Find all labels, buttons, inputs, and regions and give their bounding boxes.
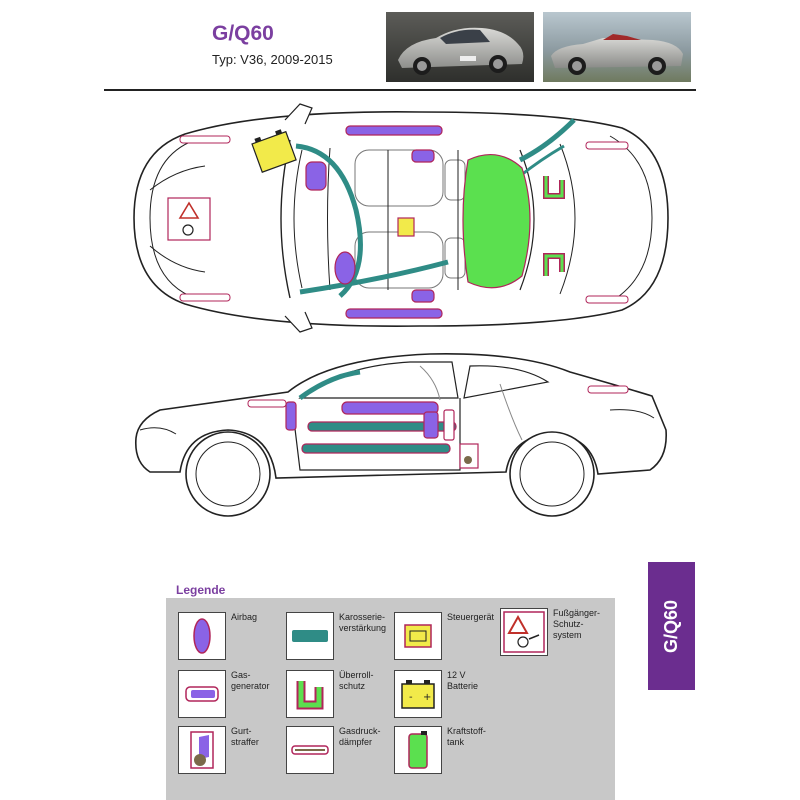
legend-label-pedestrian-protection: Fußgänger- Schutz- system <box>553 608 601 640</box>
legend-label-control-unit: Steuergerät <box>447 612 495 622</box>
legend-label-airbag: Airbag <box>231 612 258 622</box>
side-view-components <box>247 369 629 469</box>
legend-label-fuel-tank: Kraftstoff- tank <box>447 726 486 747</box>
legend-panel: Airbag Karosserie- verstärkung Steuerger… <box>166 598 615 800</box>
legend-label-body-reinforcement: Karosserie- verstärkung <box>339 612 387 633</box>
page-title: G/Q60 <box>212 22 274 45</box>
model-side-tab: G/Q60 <box>648 562 695 690</box>
svg-text:+: + <box>423 692 431 703</box>
airbag-icon <box>178 612 226 660</box>
gas-strut-icon <box>286 726 334 774</box>
legend-label-battery: 12 V Batterie <box>447 670 479 691</box>
photo-convertible <box>543 12 691 82</box>
gas-generator-icon <box>178 670 226 718</box>
legend-title: Legende <box>176 583 226 597</box>
top-view-components <box>167 118 629 319</box>
svg-text:-: - <box>409 692 413 703</box>
legend-label-gas-generator: Gas- generator <box>231 670 270 691</box>
page-subtitle: Typ: V36, 2009-2015 <box>212 52 333 67</box>
control-unit-icon <box>394 612 442 660</box>
rollover-protection-icon <box>286 670 334 718</box>
car-side-view <box>134 353 667 517</box>
legend-label-rollover-protection: Überroll- schutz <box>339 670 374 691</box>
header-divider <box>104 89 696 91</box>
side-tab-label: G/Q60 <box>661 599 681 653</box>
belt-tensioner-icon <box>178 726 226 774</box>
pedestrian-protection-icon <box>500 608 548 656</box>
legend-label-gas-strut: Gasdruck- dämpfer <box>339 726 381 747</box>
battery-icon: -+ <box>394 670 442 718</box>
photo-coupe <box>386 12 534 82</box>
body-reinforcement-icon <box>286 612 334 660</box>
rescue-diagram <box>133 103 669 517</box>
fuel-tank-icon <box>394 726 442 774</box>
legend-label-belt-tensioner: Gurt- straffer <box>231 726 259 747</box>
